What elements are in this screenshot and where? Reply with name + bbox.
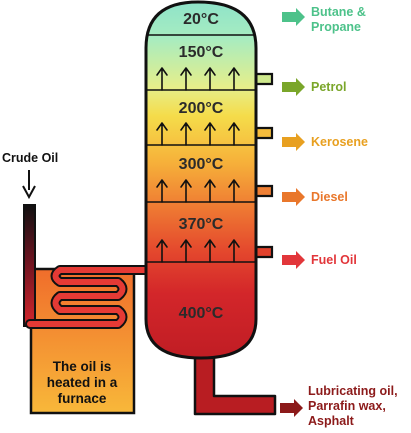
vapour-arrow (228, 239, 240, 263)
product-fuel-oil: Fuel Oil (282, 251, 357, 269)
product-label-residue-2: Parrafin wax, (308, 399, 386, 413)
temp-300: 300°C (179, 156, 224, 173)
vapour-arrow (156, 67, 168, 91)
temp-200: 200°C (179, 100, 224, 117)
crude-down-arrow (22, 170, 36, 200)
product-label-fuel-oil: Fuel Oil (311, 253, 357, 267)
vapour-arrow (228, 122, 240, 146)
vapour-arrow (180, 67, 192, 91)
product-arrow-diesel (282, 188, 305, 206)
product-label-residue-3: Asphalt (308, 414, 355, 428)
temp-150: 150°C (179, 44, 224, 61)
crude-oil-label: Crude Oil (2, 151, 58, 165)
vapour-arrows (156, 67, 240, 263)
vapour-arrow (204, 122, 216, 146)
product-diesel: Diesel (282, 188, 348, 206)
product-label-petrol: Petrol (311, 80, 346, 94)
distillation-column (144, 0, 258, 360)
vapour-arrow (156, 122, 168, 146)
column-trays (146, 34, 256, 263)
crude-inlet-pipe (23, 204, 36, 327)
product-petrol: Petrol (282, 78, 346, 96)
vapour-arrow (228, 179, 240, 203)
furnace-text-1: The oil is (53, 359, 112, 374)
furnace-text-2: heated in a (47, 375, 118, 390)
vapour-arrow (204, 239, 216, 263)
product-label-diesel: Diesel (311, 190, 348, 204)
product-arrow-petrol (282, 78, 305, 96)
vapour-arrow (156, 239, 168, 263)
product-kerosene: Kerosene (282, 133, 368, 151)
product-arrow-fuel-oil (282, 251, 305, 269)
vapour-arrow (180, 239, 192, 263)
product-butane-propane: Butane & Propane (282, 5, 366, 34)
vapour-arrow (180, 122, 192, 146)
product-label-kerosene: Kerosene (311, 135, 368, 149)
product-residue: Lubricating oil, Parrafin wax, Asphalt (280, 384, 398, 428)
heating-coil-inner (27, 267, 163, 327)
vapour-arrow (180, 179, 192, 203)
side-outlets (254, 72, 274, 259)
vapour-arrow (156, 179, 168, 203)
temp-400: 400°C (179, 305, 224, 322)
temp-370: 370°C (179, 216, 224, 233)
vapour-arrow (204, 179, 216, 203)
product-arrow-residue (280, 399, 303, 417)
product-label-butane-1: Butane & (311, 5, 366, 19)
vapour-arrow (228, 67, 240, 91)
product-label-residue-1: Lubricating oil, (308, 384, 398, 398)
vapour-arrow (204, 67, 216, 91)
product-arrow-kerosene (282, 133, 305, 151)
furnace-text-3: furnace (58, 391, 107, 406)
product-label-butane-2: Propane (311, 20, 361, 34)
product-arrow-butane (282, 8, 305, 26)
temp-20: 20°C (183, 11, 219, 28)
